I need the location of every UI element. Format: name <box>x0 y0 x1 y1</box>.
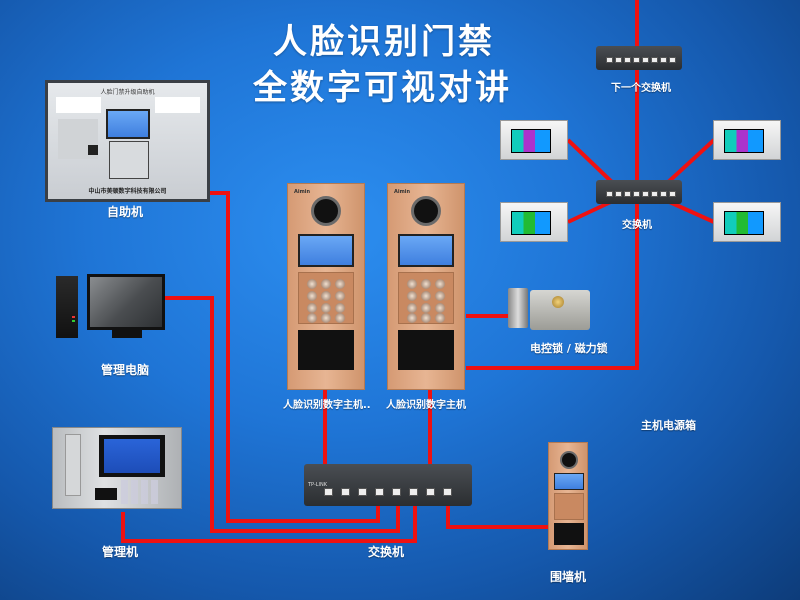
electric-lock-icon <box>530 290 590 330</box>
wall-unit-keypad <box>554 493 584 520</box>
kiosk-label: 自助机 <box>107 205 144 219</box>
title-line-2: 全数字可视对讲 <box>253 68 512 108</box>
monitor-screen <box>511 211 551 235</box>
qr-code-icon <box>88 145 98 155</box>
kiosk-device: 人脸门禁升级自助机 中山市美顿数字科技有限公司 <box>45 80 210 202</box>
kiosk-company: 中山市美顿数字科技有限公司 <box>88 188 167 195</box>
wall-unit-screen <box>554 473 584 490</box>
kiosk-left-sign <box>56 97 101 113</box>
wire-floorswitch-monitor-tl <box>566 138 617 187</box>
kiosk-screen <box>106 109 150 139</box>
host1-brand: Aimin <box>294 189 311 195</box>
face-host-2: Aimin <box>387 183 465 390</box>
pc-monitor <box>87 274 165 330</box>
indoor-monitor <box>713 202 781 242</box>
indoor-monitor <box>713 120 781 160</box>
title-line-1: 人脸识别门禁 <box>273 22 495 62</box>
kiosk-panel-title: 人脸门禁升级自助机 <box>100 89 155 96</box>
admin-keypad <box>121 480 161 504</box>
face-camera-icon <box>411 196 441 226</box>
wire-host2-backbone <box>466 0 639 370</box>
handset-icon <box>65 434 81 496</box>
card-reader-icon <box>298 330 354 370</box>
face-host-1-label: 人脸识别数字主机.. <box>283 400 371 411</box>
face-host-2-label: 人脸识别数字主机 <box>386 400 466 411</box>
wire-kiosk-switch <box>210 191 380 523</box>
lock-label: 电控锁 / 磁力锁 <box>530 342 608 355</box>
hdd-led-icon <box>72 320 75 322</box>
card-reader-icon <box>554 523 584 545</box>
wall-unit-label: 围墙机 <box>550 570 587 584</box>
indoor-monitor <box>500 120 568 160</box>
switch-brand: TP-LINK <box>308 482 328 488</box>
next-switch-label: 下一个交换机 <box>611 83 671 94</box>
face-host-1: Aimin <box>287 183 365 390</box>
wall-unit-device <box>548 442 588 550</box>
admin-screen <box>104 439 160 473</box>
admin-pc-label: 管理电脑 <box>101 363 150 377</box>
host2-screen <box>398 234 454 267</box>
kiosk-keypad <box>109 141 149 179</box>
host1-keypad <box>298 272 354 324</box>
wire-floorswitch-monitor-tr <box>663 138 716 187</box>
main-switch-label: 交换机 <box>368 545 405 559</box>
floor-switch-device <box>596 180 682 204</box>
indoor-monitor <box>500 202 568 242</box>
face-camera-icon <box>560 451 578 469</box>
next-switch-device <box>596 46 682 70</box>
wire-admin-switch <box>121 505 417 543</box>
host2-keypad <box>398 272 454 324</box>
power-led-icon <box>72 316 75 318</box>
admin-screen-frame <box>99 435 165 477</box>
pc-monitor-stand <box>112 330 142 338</box>
kiosk-right-sign <box>155 97 200 113</box>
lock-cylinder-icon <box>552 296 564 308</box>
wire-switch-wall <box>446 505 550 529</box>
admin-unit-label: 管理机 <box>102 545 139 559</box>
monitor-screen <box>511 129 551 153</box>
power-box-label: 主机电源箱 <box>641 419 696 432</box>
host2-brand: Aimin <box>394 189 411 195</box>
pc-tower <box>56 276 78 338</box>
host1-screen <box>298 234 354 267</box>
card-reader-icon <box>398 330 454 370</box>
floor-switch-label: 交换机 <box>622 220 652 231</box>
monitor-screen <box>724 129 764 153</box>
wire-pc-switch <box>165 296 400 533</box>
admin-card-reader <box>95 488 117 500</box>
lock-strike <box>508 288 528 328</box>
main-switch-device: TP-LINK <box>304 464 472 506</box>
admin-unit-device <box>52 427 182 509</box>
face-camera-icon <box>311 196 341 226</box>
monitor-screen <box>724 211 764 235</box>
